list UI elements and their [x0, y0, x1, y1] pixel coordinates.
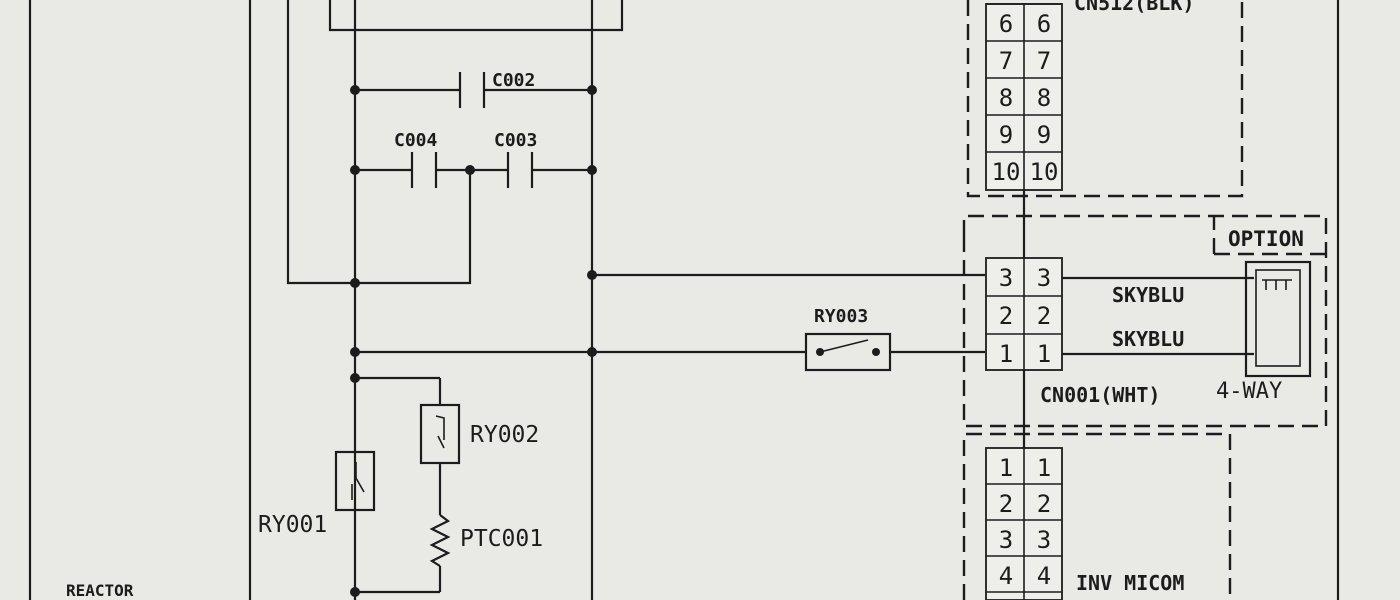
cn512-pin-7-right: 7 — [1037, 47, 1051, 75]
c003-label: C003 — [494, 130, 537, 151]
cn512-pin-7-left: 7 — [999, 47, 1013, 75]
capacitor-c003: C003 — [494, 130, 537, 188]
skyblu-top-label: SKYBLU — [1112, 283, 1184, 307]
capacitor-c004: C004 — [394, 130, 438, 188]
four-way-label: 4-WAY — [1216, 379, 1282, 404]
cn001-pin-3-left: 3 — [999, 264, 1013, 292]
relay-ry002: RY002 — [419, 403, 539, 465]
cn512-label: CN512(BLK) — [1074, 0, 1194, 15]
cn001-pin-2-right: 2 — [1037, 302, 1051, 330]
relay-ry001: RY001 — [258, 450, 376, 538]
inv-pin-3-right: 3 — [1037, 526, 1051, 554]
ptc001-label: PTC001 — [460, 526, 543, 552]
inv-pin-2-left: 2 — [999, 490, 1013, 518]
inv-pin-3-left: 3 — [999, 526, 1013, 554]
capacitor-c002: C002 — [458, 70, 535, 108]
ry003-label: RY003 — [814, 306, 868, 327]
cn512-pin-6-right: 6 — [1037, 10, 1051, 38]
cn512-pin-10-left: 10 — [992, 158, 1021, 186]
c002-label: C002 — [492, 70, 535, 91]
ry001-label: RY001 — [258, 512, 327, 538]
inv-pin-2-right: 2 — [1037, 490, 1051, 518]
cn512-pin-8-left: 8 — [999, 84, 1013, 112]
reactor-label: REACTOR — [66, 581, 134, 600]
connector-cn512: 6 6 7 7 8 8 9 9 10 10 CN512(BLK) — [966, 0, 1244, 198]
inv-pin-1-left: 1 — [999, 454, 1013, 482]
main-wiring — [286, 0, 985, 600]
relay-ry003: RY003 — [804, 306, 892, 372]
option-section: OPTION 4-WAY — [1212, 216, 1326, 404]
ry002-label: RY002 — [470, 422, 539, 448]
cn512-pin-9-right: 9 — [1037, 121, 1051, 149]
junction-dots — [350, 85, 597, 597]
cn001-pin-2-left: 2 — [999, 302, 1013, 330]
connector-cn001: 3 3 2 2 1 1 CN001(WHT) — [962, 214, 1328, 428]
skyblu-bottom-label: SKYBLU — [1112, 327, 1184, 351]
option-label: OPTION — [1228, 227, 1304, 251]
frame-lines — [28, 0, 1340, 600]
top-component-box — [328, 0, 624, 32]
connector-inv-micom: 1 1 2 2 3 3 4 4 INV MICOM — [962, 432, 1232, 600]
cn001-label: CN001(WHT) — [1040, 383, 1160, 407]
cn001-pin-3-right: 3 — [1037, 264, 1051, 292]
cn512-pin-6-left: 6 — [999, 10, 1013, 38]
inv-pin-4-right: 4 — [1037, 562, 1051, 590]
inv-pin-4-left: 4 — [999, 562, 1013, 590]
cn512-pin-9-left: 9 — [999, 121, 1013, 149]
cn001-pin-1-right: 1 — [1037, 340, 1051, 368]
inv-micom-label: INV MICOM — [1076, 571, 1184, 595]
c004-label: C004 — [394, 130, 438, 151]
inv-pin-1-right: 1 — [1037, 454, 1051, 482]
cn512-pin-10-right: 10 — [1030, 158, 1059, 186]
cn001-pin-1-left: 1 — [999, 340, 1013, 368]
cn512-pin-8-right: 8 — [1037, 84, 1051, 112]
skyblu-wires: SKYBLU SKYBLU — [1062, 276, 1254, 356]
